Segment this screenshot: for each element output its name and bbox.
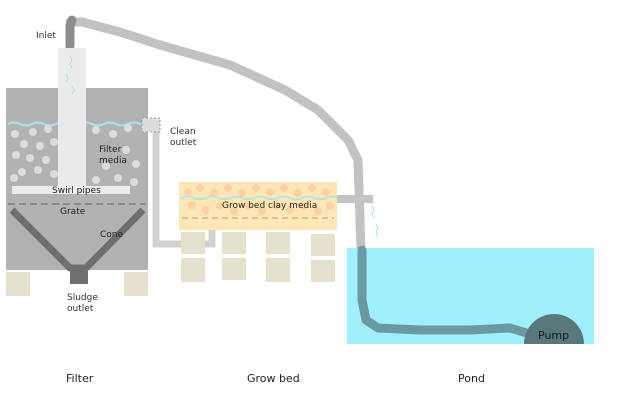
filter-tank: [6, 48, 153, 284]
filter-media-label-line2: media: [99, 156, 127, 166]
clean-outlet-label-line1: Clean: [170, 127, 196, 137]
clean-outlet-label-line2: outlet: [170, 138, 197, 148]
section-grow-bed-title: Grow bed: [247, 372, 300, 385]
grow-bed-blocks: [181, 232, 335, 282]
feed-pipe: [65, 17, 366, 255]
pump-label: Pump: [538, 329, 569, 342]
filter-leg-left: [6, 272, 30, 296]
grow-bed-outlet: [337, 195, 373, 203]
section-pond-title: Pond: [458, 372, 485, 385]
section-filter-title: Filter: [66, 372, 94, 385]
swirl-pipes-label: Swirl pipes: [52, 186, 101, 196]
inlet-elbow: [65, 15, 77, 51]
filter-media-label-line1: Filter: [99, 145, 122, 155]
sludge-outlet-label-line1: Sludge: [67, 293, 98, 303]
grow-bed: [179, 182, 339, 230]
outlet-water-drops: [371, 205, 379, 237]
cone-label: Cone: [100, 230, 123, 240]
pump: [524, 314, 584, 344]
sludge-outlet-label-line2: outlet: [67, 304, 94, 314]
return-pipe: [357, 245, 535, 339]
grate-label: Grate: [60, 207, 86, 217]
grow-bed-media-label: Grow bed clay media: [222, 201, 317, 211]
filter-leg-right: [124, 272, 148, 296]
inlet-label: Inlet: [36, 31, 56, 41]
